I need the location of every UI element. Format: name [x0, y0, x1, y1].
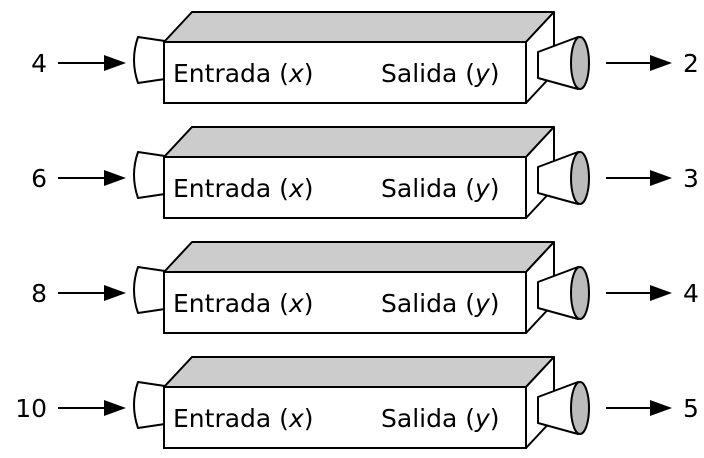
input-label-word: Entrada [173, 59, 271, 88]
box-top-face [163, 126, 555, 158]
input-variable: x [288, 404, 304, 433]
output-arrowhead [650, 170, 672, 186]
box-front-face [163, 271, 527, 334]
input-variable: x [288, 174, 304, 203]
output-funnel-opening [570, 36, 590, 90]
box-top-face [163, 241, 555, 273]
input-variable: x [288, 59, 304, 88]
input-arrowhead [104, 285, 126, 301]
output-arrowhead [650, 285, 672, 301]
input-arrowhead [104, 170, 126, 186]
input-funnel [133, 266, 166, 314]
input-funnel [133, 36, 166, 84]
input-value: 6 [31, 164, 47, 193]
output-variable: y [474, 404, 491, 433]
output-value: 5 [683, 394, 699, 423]
input-value: 8 [31, 279, 47, 308]
input-label: Entrada (x) [173, 174, 314, 203]
machine-row: 4 Entrada (x) Salida (y) 2 [31, 11, 699, 104]
input-label: Entrada (x) [173, 289, 314, 318]
box-front-face [163, 41, 527, 104]
input-label: Entrada (x) [173, 404, 314, 433]
output-funnel-opening [570, 381, 590, 435]
input-label-word: Entrada [173, 404, 271, 433]
input-funnel [133, 381, 166, 429]
output-arrowhead [650, 55, 672, 71]
input-funnel [133, 151, 166, 199]
output-label: Salida (y) [381, 59, 500, 88]
output-variable: y [474, 59, 491, 88]
input-label-word: Entrada [173, 289, 271, 318]
machine-row: 10 Entrada (x) Salida (y) 5 [15, 356, 699, 449]
output-value: 4 [683, 279, 699, 308]
output-variable: y [474, 174, 491, 203]
output-label: Salida (y) [381, 174, 500, 203]
box-top-face [163, 11, 555, 43]
output-funnel-opening [570, 266, 590, 320]
input-value: 10 [15, 394, 47, 423]
input-variable: x [288, 289, 304, 318]
box-top-face [163, 356, 555, 388]
output-funnel-opening [570, 151, 590, 205]
input-value: 4 [31, 49, 47, 78]
output-label: Salida (y) [381, 289, 500, 318]
box-front-face [163, 156, 527, 219]
output-label-word: Salida [381, 404, 457, 433]
input-arrowhead [104, 55, 126, 71]
machine-row: 6 Entrada (x) Salida (y) 3 [31, 126, 699, 219]
machine-row: 8 Entrada (x) Salida (y) 4 [31, 241, 699, 334]
output-value: 2 [683, 49, 699, 78]
box-front-face [163, 386, 527, 449]
output-value: 3 [683, 164, 699, 193]
output-label-word: Salida [381, 289, 457, 318]
input-label-word: Entrada [173, 174, 271, 203]
output-label-word: Salida [381, 174, 457, 203]
output-label-word: Salida [381, 59, 457, 88]
input-label: Entrada (x) [173, 59, 314, 88]
output-variable: y [474, 289, 491, 318]
output-arrowhead [650, 400, 672, 416]
input-arrowhead [104, 400, 126, 416]
output-label: Salida (y) [381, 404, 500, 433]
